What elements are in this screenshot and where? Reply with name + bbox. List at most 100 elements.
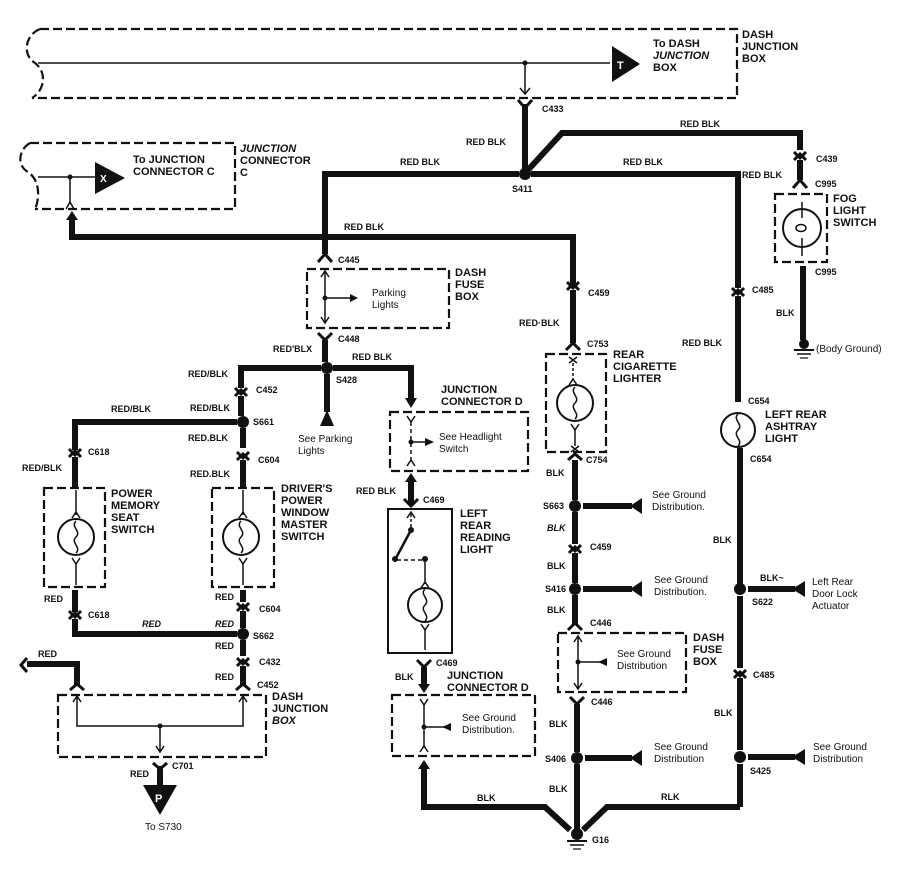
see-parking-2: Lights	[298, 446, 325, 457]
wire-label: BLK	[714, 708, 733, 718]
junction-connector-d-ground: See Ground Distribution. JUNCTION CONNEC…	[390, 670, 537, 758]
ground-note-s406-1: See Ground	[654, 742, 708, 753]
connector-c452-bottom: C432	[259, 657, 281, 667]
wire-label: RED.BLK	[190, 469, 230, 479]
left-rear-ashtray-light: LEFT REAR ASHTRAY LIGHT	[720, 409, 827, 448]
reading-light-label-1: LEFT	[460, 508, 488, 520]
window-switch-label-1: DRIVER'S	[281, 483, 333, 495]
switch-lamp-icon	[222, 518, 260, 556]
ground-g16-label: G16	[592, 835, 609, 845]
splice-s661	[237, 416, 249, 428]
svg-text:T: T	[617, 60, 624, 72]
dash-fuse-box-parking: Parking Lights DASH FUSE BOX	[305, 267, 486, 330]
wire-label: BLK	[547, 605, 566, 615]
fog-switch-label-1: FOG	[833, 193, 857, 205]
left-rear-reading-light: LEFT REAR READING LIGHT	[387, 508, 511, 654]
wire-label: RED	[44, 594, 64, 604]
ashtray-label-1: LEFT REAR	[765, 409, 827, 421]
reading-light-label-4: LIGHT	[460, 544, 493, 556]
connector-c459-bottom: C459	[590, 542, 612, 552]
splice-s425	[734, 751, 746, 763]
seat-switch-label-1: POWER	[111, 488, 153, 500]
power-memory-seat-switch: POWER MEMORY SEAT SWITCH	[42, 486, 161, 589]
dfb-ground-inner-1: See Ground	[617, 649, 671, 660]
dash-jb-top-side-1: DASH	[742, 29, 773, 41]
connector-c446-top: C446	[590, 618, 612, 628]
dfb-parking-side-2: FUSE	[455, 279, 484, 291]
junction-connector-c: X To JUNCTION CONNECTOR C JUNCTION CONNE…	[19, 141, 311, 211]
dfb-parking-side-3: BOX	[455, 291, 480, 303]
connector-c433: C433	[542, 104, 564, 114]
wire-label: RED	[215, 619, 235, 629]
seat-switch-label-4: SWITCH	[111, 524, 154, 536]
connector-c753: C753	[587, 339, 609, 349]
terminal-x-icon	[95, 162, 125, 194]
dash-jb-bottom-side-2: JUNCTION	[272, 703, 328, 715]
dash-jb-top-side-3: BOX	[742, 53, 767, 65]
door-lock-note-3: Actuator	[812, 601, 850, 612]
fog-light-switch: FOG LIGHT SWITCH	[773, 192, 876, 264]
dash-junction-box-top: T To DASH JUNCTION BOX DASH JUNCTION BOX	[25, 27, 798, 100]
body-ground-icon	[794, 339, 814, 359]
wire-label: RED BLK	[352, 352, 392, 362]
wire-label: RED/BLK	[188, 369, 228, 379]
wire-label: RED	[215, 672, 235, 682]
svg-text:X: X	[100, 174, 107, 185]
dfb-ground-side-1: DASH	[693, 632, 724, 644]
reading-light-label-3: READING	[460, 532, 511, 544]
connector-c439: C439	[816, 154, 838, 164]
dash-jb-top-inner-3: BOX	[653, 62, 678, 74]
lamp-icon	[407, 587, 443, 623]
dash-jb-top-inner-2: JUNCTION	[653, 50, 710, 62]
body-ground-label: (Body Ground)	[816, 344, 882, 355]
wire-label: BLK	[395, 672, 414, 682]
ground-note-s406-2: Distribution	[654, 754, 704, 765]
splice-s428	[321, 362, 333, 374]
wire-label: RED.BLK	[188, 433, 228, 443]
wire-label: RED	[142, 619, 162, 629]
headlight-inner-1: See Headlight	[439, 432, 502, 443]
dfb-ground-inner-2: Distribution	[617, 661, 667, 672]
dash-jb-top-side-2: JUNCTION	[742, 41, 798, 53]
connector-c469-bottom: C469	[436, 658, 458, 668]
wire-label: RED BLK	[466, 137, 506, 147]
wire-label: RED BLK	[682, 338, 722, 348]
connector-c604-bottom: C604	[259, 604, 281, 614]
wire-label: RED BLK	[400, 157, 440, 167]
cig-lighter-label-3: LIGHTER	[613, 373, 661, 385]
connector-c995-bottom: C995	[815, 267, 837, 277]
drivers-power-window-master-switch: DRIVER'S POWER WINDOW MASTER SWITCH	[210, 483, 333, 589]
lamp-icon	[556, 384, 594, 422]
connector-c452-top: C452	[256, 385, 278, 395]
connector-c654-top: C654	[748, 396, 770, 406]
ashtray-label-2: ASHTRAY	[765, 421, 818, 433]
connector-c485-top: C485	[752, 285, 774, 295]
dfb-parking-side-1: DASH	[455, 267, 486, 279]
wire-label: BLK	[547, 561, 566, 571]
jc-d-top-side-2: CONNECTOR D	[441, 396, 523, 408]
window-switch-label-4: MASTER	[281, 519, 328, 531]
reading-light-label-2: REAR	[460, 520, 491, 532]
wire-label: RED BLK	[344, 222, 384, 232]
connector-c446-bottom: C446	[591, 697, 613, 707]
connector-c469-top: C469	[423, 495, 445, 505]
wire-label: RED'BLX	[273, 344, 312, 354]
dash-jb-bottom-side-3: BOX	[272, 715, 297, 727]
door-lock-note-2: Door Lock	[812, 589, 859, 600]
terminal-t-icon	[612, 46, 640, 82]
wire-label: BLK	[549, 719, 568, 729]
parking-lights-inner-2: Lights	[372, 300, 399, 311]
dfb-ground-side-3: BOX	[693, 656, 718, 668]
seat-switch-label-3: SEAT	[111, 512, 140, 524]
dash-fuse-box-ground: See Ground Distribution DASH FUSE BOX	[556, 631, 724, 694]
dfb-ground-side-2: FUSE	[693, 644, 722, 656]
ashtray-label-3: LIGHT	[765, 433, 798, 445]
splice-s416-label: S416	[545, 584, 566, 594]
ground-note-s416-1: See Ground	[654, 575, 708, 586]
see-parking-1: See Parking	[298, 434, 352, 445]
wire-label: RED	[215, 592, 235, 602]
wire-label: RED	[38, 649, 58, 659]
jc-c-inner-2: CONNECTOR C	[133, 166, 215, 178]
rear-cigarette-lighter: REAR CIGARETTE LIGHTER	[544, 349, 677, 454]
